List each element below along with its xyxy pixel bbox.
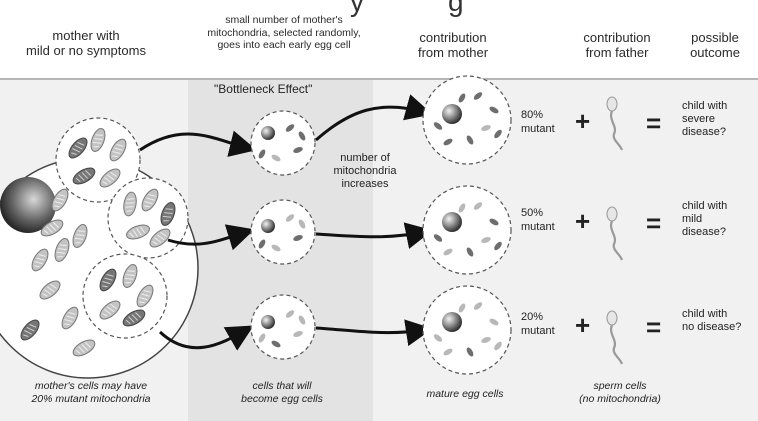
plus-icon: +: [575, 108, 590, 134]
equals-icon: =: [646, 110, 661, 136]
plus-icon: +: [575, 312, 590, 338]
egg-precursor-cells: [251, 111, 315, 359]
caption-mother-cells: mother's cells may have 20% mutant mitoc…: [2, 380, 180, 406]
row-1-outcome: child with severe disease?: [682, 100, 727, 139]
row-3-outcome: child with no disease?: [682, 308, 741, 334]
caption-sperm: sperm cells (no mitochondria): [560, 380, 680, 406]
plus-icon: +: [575, 208, 590, 234]
bottleneck-label: "Bottleneck Effect": [214, 82, 312, 96]
equals-icon: =: [646, 314, 661, 340]
caption-egg-precursors: cells that will become egg cells: [212, 380, 352, 406]
equals-icon: =: [646, 210, 661, 236]
row-1-percent: 80% mutant: [521, 108, 555, 136]
caption-mature-eggs: mature egg cells: [400, 388, 530, 401]
sperm-icon: [607, 97, 622, 364]
row-2-outcome: child with mild disease?: [682, 200, 727, 239]
row-3-percent: 20% mutant: [521, 310, 555, 338]
mature-egg-cells: [423, 76, 511, 374]
row-2-percent: 50% mutant: [521, 206, 555, 234]
increase-label: number of mitochondria increases: [320, 152, 410, 191]
arrow-icon: [316, 107, 424, 333]
